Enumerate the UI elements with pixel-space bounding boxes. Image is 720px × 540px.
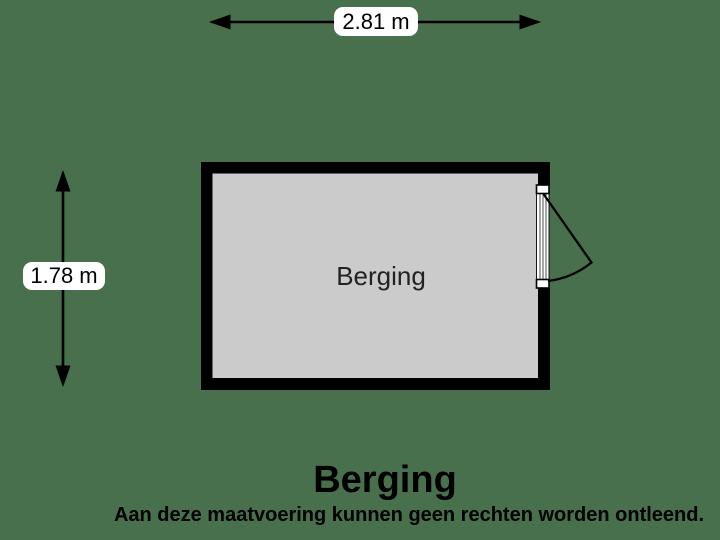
height-dimension-label: 1.78 m [23, 262, 105, 290]
door [535, 184, 594, 289]
door-jamb-bottom [535, 278, 550, 289]
door-jamb-top [535, 184, 550, 195]
arrowhead-down-icon [55, 365, 71, 387]
measurement-disclaimer: Aan deze maatvoering kunnen geen rechten… [113, 504, 705, 526]
arrowhead-right-icon [519, 14, 541, 30]
arrowhead-left-icon [209, 14, 231, 30]
plan-title: Berging [313, 459, 457, 501]
room-name-label: Berging [336, 261, 426, 291]
arrowhead-up-icon [55, 170, 71, 192]
width-dimension-label: 2.81 m [334, 7, 418, 36]
room-floor [212, 173, 538, 378]
door-swing-icon [542, 193, 594, 283]
room-shape [201, 162, 550, 390]
